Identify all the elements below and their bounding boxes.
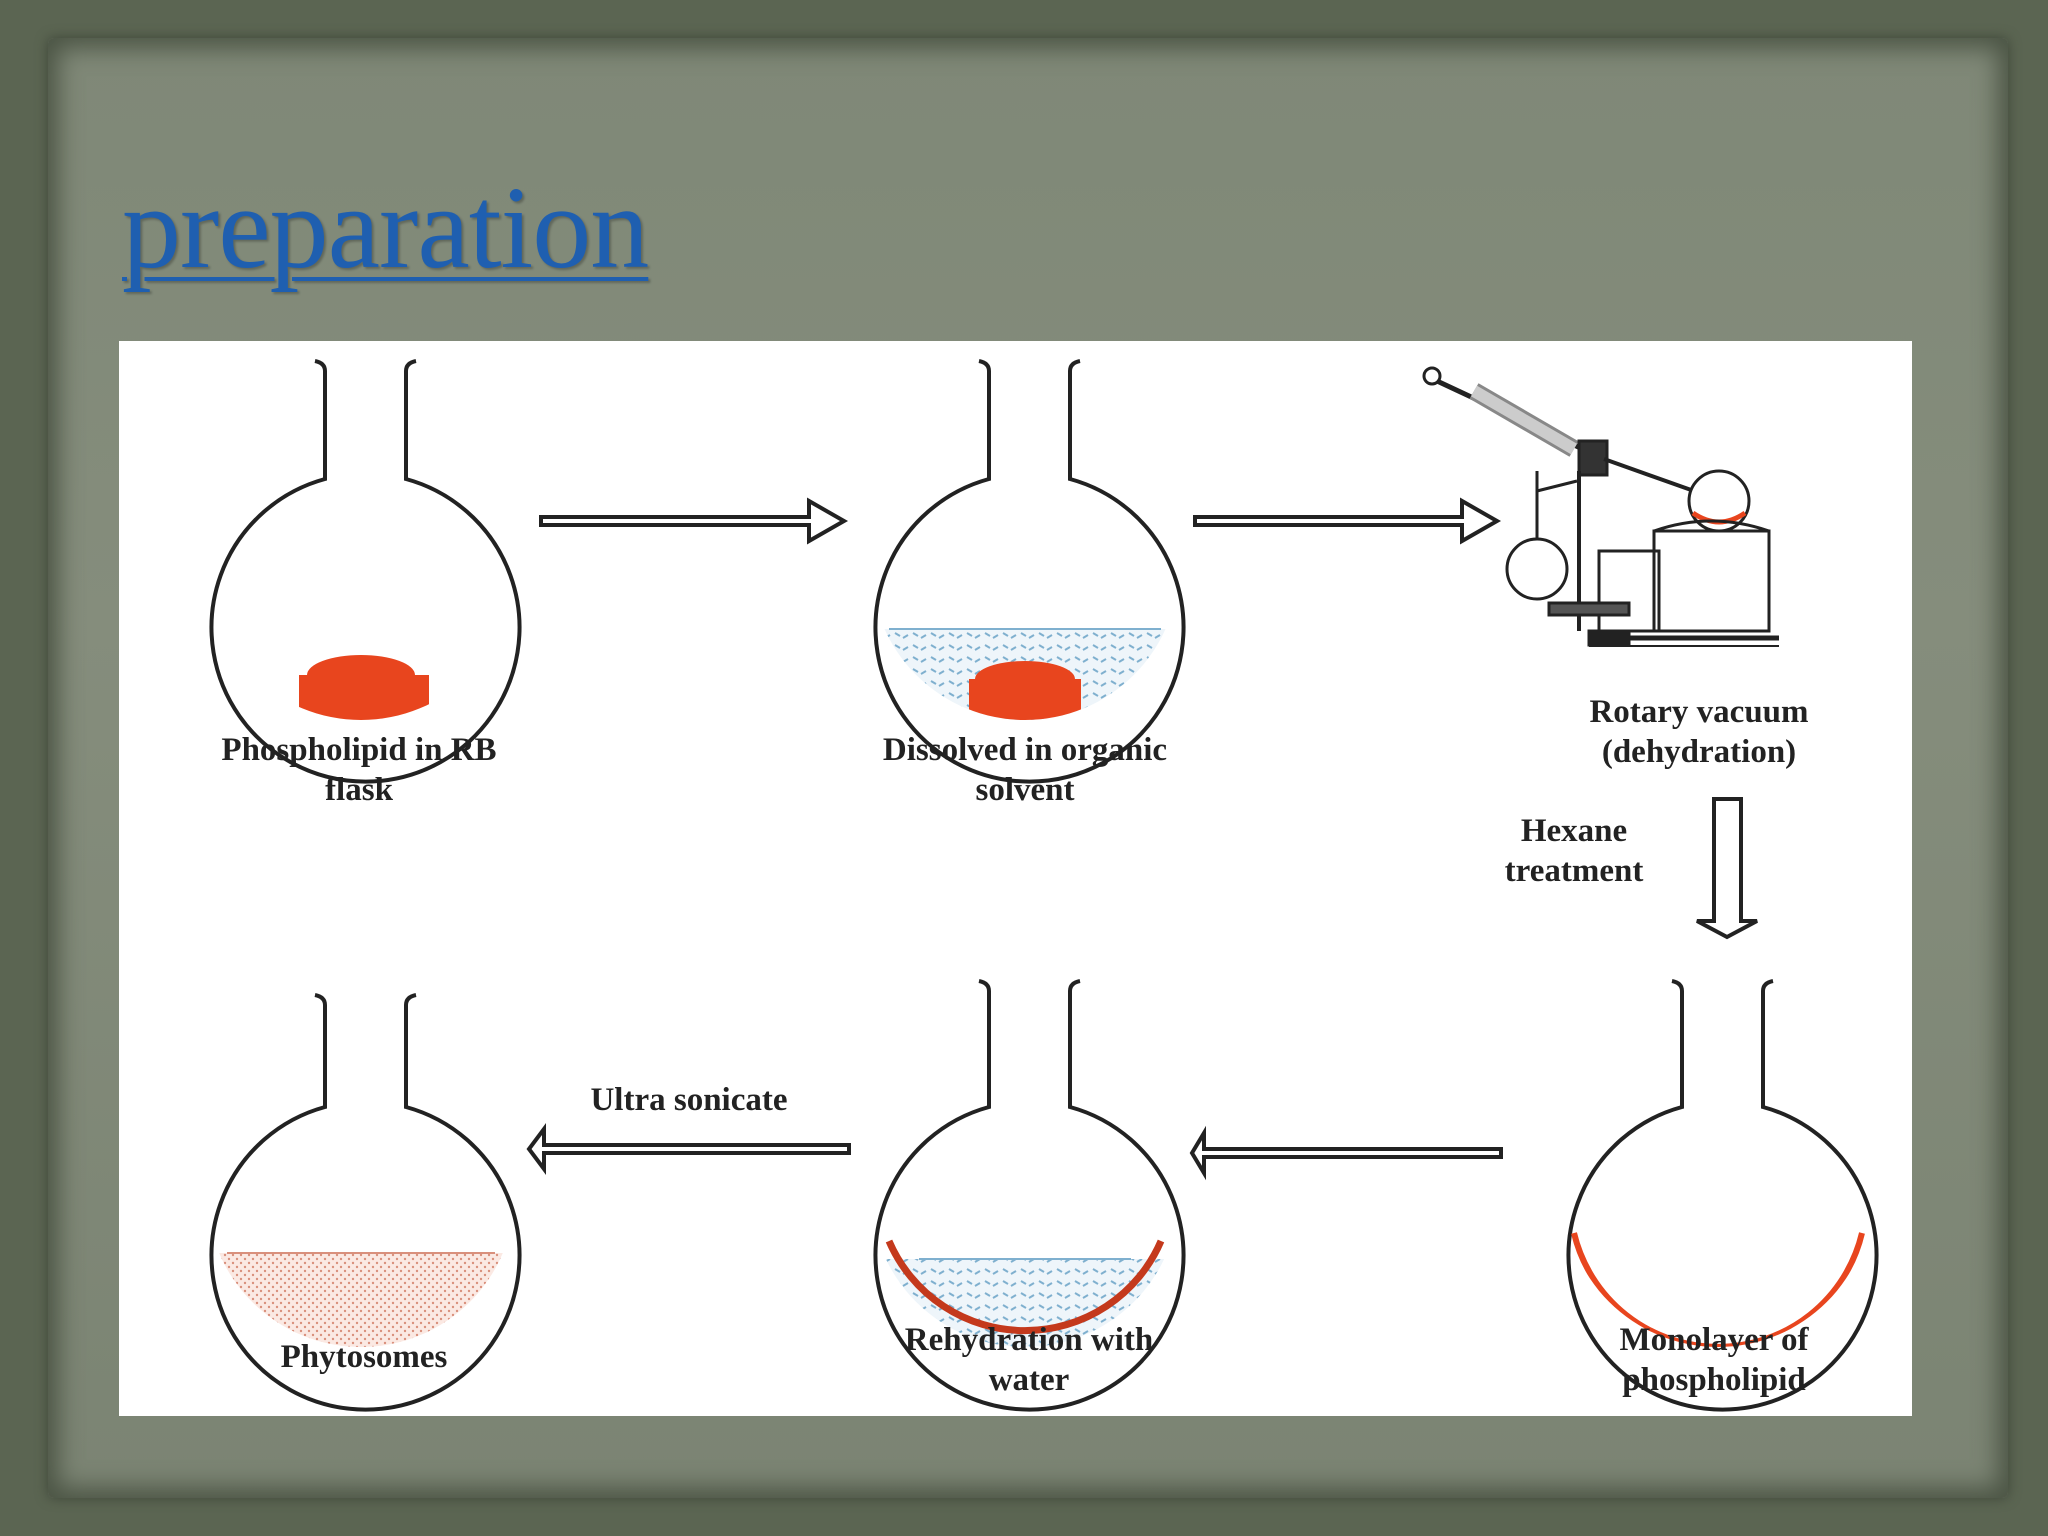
step4-label: Monolayer of phospholipid <box>1619 1322 1809 1398</box>
slide-title: preparation <box>122 162 649 293</box>
flask-step1 <box>209 359 522 784</box>
step5-label: Rehydration with water <box>904 1322 1154 1398</box>
arrow-step5-to-step6 <box>526 1123 851 1175</box>
flask-step2 <box>871 359 1186 784</box>
diagram-figure: Phospholipid in RB flask Dissolved in or… <box>119 341 1912 1416</box>
step6-label: Phytosomes <box>280 1339 448 1375</box>
step1-label: Phospholipid in RB flask <box>221 732 497 808</box>
diagram-canvas <box>207 359 1879 1412</box>
arrow-step4-to-step5 <box>1189 1125 1503 1181</box>
arrow-step2-to-step3 <box>1193 497 1502 545</box>
rotary-evaporator <box>1422 366 1779 647</box>
arrow-step1-to-step2 <box>539 497 849 545</box>
arrow-step3-to-step4 <box>1696 797 1758 940</box>
transition-ultrasonicate-label: Ultra sonicate <box>590 1082 788 1118</box>
step3-label: Rotary vacuum (dehydration) <box>1589 694 1809 770</box>
transition-hexane-label: Hexane treatment <box>1504 813 1644 889</box>
flask-step4 <box>1566 979 1879 1412</box>
step2-label: Dissolved in organic solvent <box>882 732 1168 808</box>
